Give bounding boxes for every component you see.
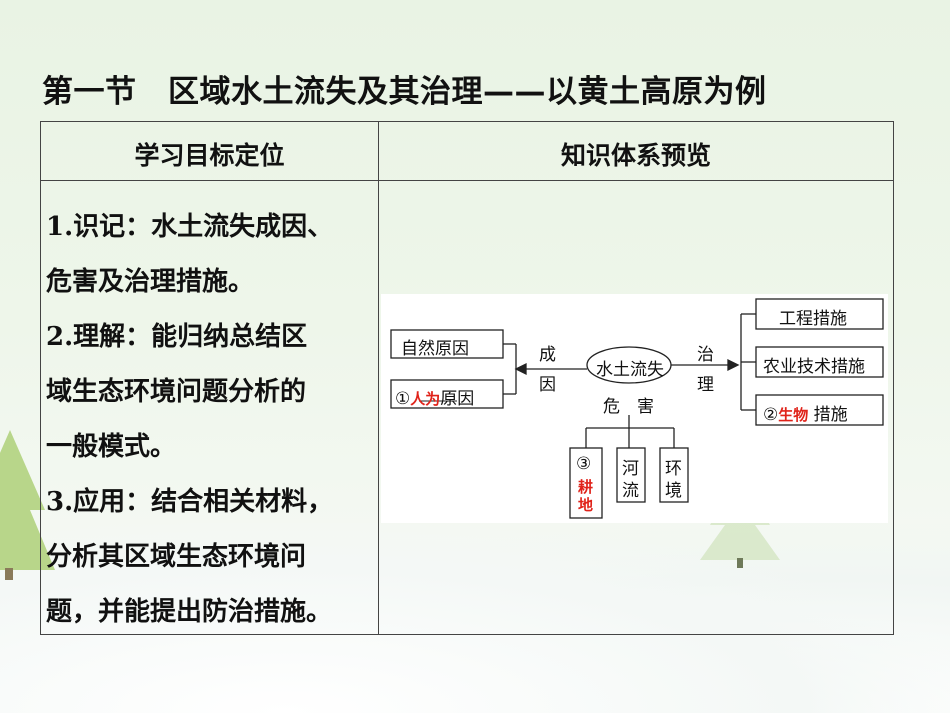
- label-governance-2: 理: [697, 375, 714, 395]
- goal-item: 1.识记：水土流失成因、危害及治理措施。: [46, 212, 334, 297]
- box-environment: [659, 447, 689, 503]
- center-text: 水土流失: [596, 360, 664, 380]
- page-title: 第一节 区域水土流失及其治理——以黄土高原为例: [42, 74, 767, 110]
- farmland-fill-2: 地: [578, 496, 594, 514]
- river-text-2: 流: [622, 481, 639, 501]
- engineering-measures-text: 工程措施: [779, 309, 847, 329]
- farmland-prefix: ③: [576, 454, 592, 474]
- snow-background: [0, 523, 950, 713]
- natural-cause-text: 自然原因: [401, 339, 469, 359]
- box-biological-measures: [755, 394, 884, 426]
- header-knowledge-preview: 知识体系预览: [560, 141, 711, 170]
- box-river: [616, 447, 646, 503]
- header-divider: [41, 180, 893, 181]
- column-divider: [378, 122, 379, 634]
- goal-item: 2.理解：能归纳总结区域生态环境问题分析的一般模式。: [46, 322, 308, 462]
- environment-text-2: 境: [665, 481, 682, 501]
- river-text-1: 河: [622, 459, 639, 479]
- label-harm-1: 危: [603, 397, 620, 417]
- farmland-fill-1: 耕: [578, 478, 594, 496]
- label-harm-2: 害: [637, 397, 654, 417]
- content-table: 学习目标定位 知识体系预览: [40, 121, 894, 635]
- knowledge-diagram: 自然原因 ①人为原因 成 因 水土流失 治 理 危 害 工程措施 农业技术措施 …: [381, 294, 888, 523]
- learning-goals-list: 1.识记：水土流失成因、危害及治理措施。 2.理解：能归纳总结区域生态环境问题分…: [46, 200, 391, 640]
- label-cause-2: 因: [539, 375, 556, 395]
- label-cause-1: 成: [539, 345, 556, 365]
- agricultural-measures-text: 农业技术措施: [763, 357, 865, 377]
- box-farmland: [569, 447, 603, 519]
- diagram-lines: [390, 298, 884, 519]
- environment-text-1: 环: [665, 459, 682, 479]
- label-governance-1: 治: [697, 345, 714, 365]
- tree-left-illustration: [0, 430, 55, 580]
- biological-measures-text: ②生物 措施: [763, 405, 848, 425]
- human-cause-text: ①人为原因: [395, 389, 475, 409]
- goal-item: 3.应用：结合相关材料，分析其区域生态环境问题，并能提出防治措施。: [46, 487, 334, 627]
- box-agricultural-measures: [755, 346, 884, 378]
- header-learning-goals: 学习目标定位: [134, 141, 285, 170]
- box-engineering-measures: [755, 298, 884, 330]
